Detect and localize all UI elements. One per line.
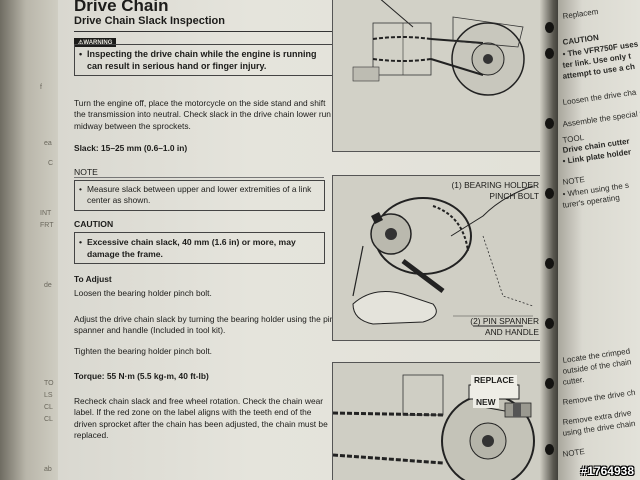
edge-text: CL — [44, 404, 53, 411]
binding-hole — [545, 378, 554, 389]
facing-text: Replacem — [562, 6, 599, 21]
title-rule — [74, 31, 336, 32]
figure-chain-slack — [332, 0, 540, 152]
recheck-paragraph: Recheck chain slack and free wheel rotat… — [74, 396, 328, 441]
facing-text: Remove the drive ch — [562, 387, 636, 407]
slack-spec: Slack: 15–25 mm (0.6–1.0 in) — [74, 143, 188, 153]
binding-hole — [545, 118, 554, 129]
adjust-step-2: Adjust the drive chain slack by turning … — [74, 314, 335, 336]
binding-hole — [545, 22, 554, 33]
note-rule — [74, 177, 324, 178]
edge-text: f — [40, 84, 42, 91]
manual-page: Drive Chain Drive Chain Slack Inspection… — [58, 0, 540, 480]
binding-hole — [545, 318, 554, 329]
edge-text: FRT — [40, 222, 54, 229]
edge-text: LS — [44, 392, 53, 399]
edge-text: C — [48, 160, 54, 167]
page-title: Drive Chain — [74, 0, 169, 15]
caution-box: •Excessive chain slack, 40 mm (1.6 in) o… — [74, 232, 325, 264]
facing-text: NOTE — [562, 446, 586, 459]
previous-page-edge: f ea C INT FRT de TO LS CL CL ab — [0, 0, 58, 480]
label-new: NEW — [473, 397, 499, 408]
callout-pin-spanner-and-handle: (2) PIN SPANNER AND HANDLE — [470, 316, 539, 337]
warning-box: •Inspecting the drive chain while the en… — [74, 44, 337, 76]
caution-label: CAUTION — [74, 219, 114, 229]
edge-text: TO — [44, 380, 54, 387]
label-replace: REPLACE — [471, 375, 518, 386]
adjust-step-1: Loosen the bearing holder pinch bolt. — [74, 288, 212, 298]
edge-text: de — [44, 282, 52, 289]
adjust-heading: To Adjust — [74, 274, 112, 284]
edge-text: ea — [44, 140, 52, 147]
warning-text: Inspecting the drive chain while the eng… — [87, 49, 317, 71]
binding-hole — [545, 48, 554, 59]
figure-bearing-holder: (1) BEARING HOLDER PINCH BOLT (2) PIN SP… — [332, 175, 540, 341]
binding-hole — [545, 444, 554, 455]
section-subtitle: Drive Chain Slack Inspection — [74, 15, 225, 27]
facing-text: Assemble the special t — [562, 108, 640, 129]
watermark-id: #1764938 — [580, 464, 634, 478]
figure-chain-wear-label: REPLACE NEW — [332, 362, 540, 480]
callout-bearing-holder-pinch-bolt: (1) BEARING HOLDER PINCH BOLT — [451, 180, 540, 201]
adjust-step-3: Tighten the bearing holder pinch bolt. — [74, 346, 212, 356]
facing-text: cutter. — [562, 374, 585, 387]
note-text: Measure slack between upper and lower ex… — [87, 184, 312, 206]
warning-tag: ⚠WARNING — [74, 38, 117, 47]
edge-text: INT — [40, 210, 52, 217]
torque-spec: Torque: 55 N·m (5.5 kg-m, 40 ft-lb) — [74, 371, 209, 381]
caution-text: Excessive chain slack, 40 mm (1.6 in) or… — [87, 237, 296, 259]
facing-page: Replacem CAUTION • The VFR750F uses ter … — [558, 0, 640, 480]
note-box: •Measure slack between upper and lower e… — [74, 180, 325, 211]
binding-hole — [545, 258, 554, 269]
facing-text: NOTE — [562, 174, 586, 187]
binding-hole — [545, 188, 554, 199]
facing-text: Loosen the drive cha — [562, 87, 637, 107]
bearing-holder-illustration — [333, 176, 540, 340]
note-label: NOTE — [74, 167, 98, 177]
edge-text: ab — [44, 466, 52, 473]
edge-text: CL — [44, 416, 53, 423]
chain-slack-illustration — [333, 0, 540, 151]
intro-paragraph: Turn the engine off, place the motorcycl… — [74, 98, 331, 131]
